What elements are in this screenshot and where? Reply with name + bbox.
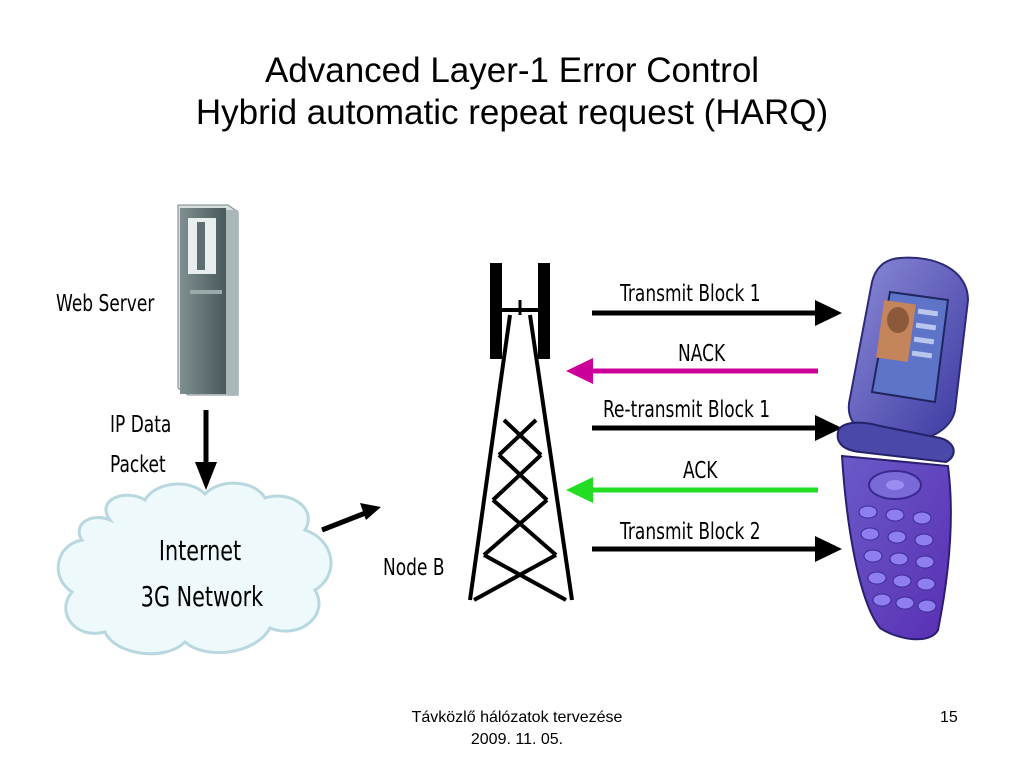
message-label-transmit-block-2: Transmit Block 2 xyxy=(620,519,761,545)
cloud-label-line-1: Internet xyxy=(158,534,242,567)
footer-date: 2009. 11. 05. xyxy=(470,731,564,748)
page-number: 15 xyxy=(940,709,958,726)
title-line-2: Hybrid automatic repeat request (HARQ) xyxy=(195,93,829,132)
network-to-node-b-arrow xyxy=(321,503,381,533)
web-server-icon xyxy=(177,204,239,396)
slide-footer: Távközlő hálózatok tervezése 2009. 11. 0… xyxy=(312,707,722,751)
message-label-transmit-block-1: Transmit Block 1 xyxy=(620,281,761,307)
footer-course-title: Távközlő hálózatok tervezése xyxy=(411,709,623,726)
message-arrow-nack xyxy=(566,358,818,384)
message-label-ack: ACK xyxy=(683,458,718,484)
mobile-phone-icon xyxy=(836,256,970,641)
ip-packet-label-line-1: IP Data xyxy=(110,412,172,438)
ip-packet-arrow xyxy=(195,410,217,490)
title-line-1: Advanced Layer-1 Error Control xyxy=(264,51,760,90)
message-arrow-transmit-block-2 xyxy=(592,536,842,562)
message-label-nack: NACK xyxy=(678,341,726,367)
cloud-icon xyxy=(56,481,333,656)
ip-packet-label-line-2: Packet xyxy=(110,452,166,478)
node-b-tower-icon xyxy=(468,263,574,602)
message-arrow-ack xyxy=(566,477,818,503)
message-arrow-retransmit-block-1 xyxy=(592,415,842,441)
message-arrow-transmit-block-1 xyxy=(592,300,842,326)
web-server-label: Web Server xyxy=(56,291,155,317)
slide-title: Advanced Layer-1 Error Control Hybrid au… xyxy=(0,50,1024,134)
node-b-label: Node B xyxy=(383,555,445,581)
message-label-retransmit-block-1: Re-transmit Block 1 xyxy=(603,397,771,423)
cloud-label-line-2: 3G Network xyxy=(140,580,264,613)
